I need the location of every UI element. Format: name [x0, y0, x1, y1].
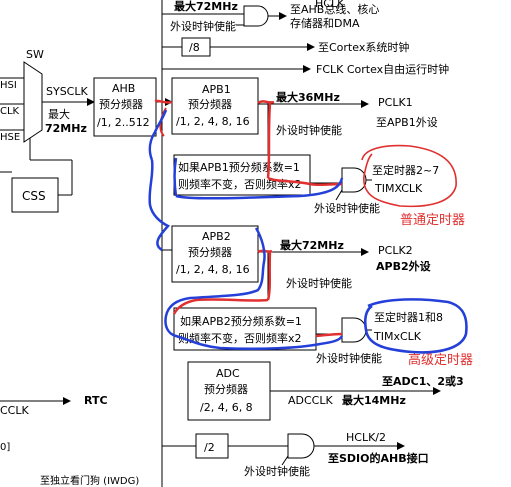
apb2-sub: 预分频器 [188, 245, 232, 259]
left-bracket: 0] [0, 442, 10, 453]
sysclk-label: SYSCLK [46, 85, 88, 98]
blue-mark-apb2-path [164, 227, 344, 351]
apb1-div: /1, 2, 4, 8, 16 [176, 115, 250, 128]
sdio-and-gate [287, 433, 315, 459]
sw-label: SW [26, 48, 44, 61]
sysclk-max-line2: 72MHz [45, 122, 87, 135]
pclk2-label: PCLK2 [378, 244, 413, 257]
hsi-label: HSI [0, 80, 17, 91]
apb2-title: APB2 [202, 230, 231, 243]
ahb-sub: 预分频器 [99, 97, 143, 111]
apb1-timer-enable: 外设时钟使能 [314, 201, 380, 215]
ahb-target-line2: 存储器和DMA [290, 16, 360, 30]
apb1-max: 最大36MHz [276, 90, 340, 104]
sdio-hclk2: HCLK/2 [346, 431, 386, 444]
hclk-partial: HCLK [315, 0, 345, 10]
top-enable-label: 外设时钟使能 [170, 19, 236, 33]
ahb-and-gate [243, 5, 269, 27]
clk-label: CLK [0, 106, 20, 117]
apb1-target: 至APB1外设 [376, 116, 438, 129]
hse-label: HSE [0, 132, 20, 143]
apb1-annotation: 普通定时器 [400, 213, 465, 228]
apb1-timer-and-gate [341, 167, 367, 193]
sdio-div2-box [195, 433, 229, 459]
blue-mark-left-bus [148, 109, 171, 252]
css-label: CSS [22, 189, 46, 203]
adc-target: 至ADC1、2或3 [382, 374, 464, 388]
red-mark-ahb [154, 99, 173, 104]
adc-title: ADC [216, 367, 240, 380]
apb1-timer-clk: TIMXCLK [374, 182, 423, 195]
apb1-prescaler-box [171, 77, 259, 135]
apb2-cond-line1: 如果APB2预分频系数=1 [180, 314, 302, 328]
iwdg-label: 至独立看门狗 (IWDG) [40, 474, 139, 487]
apb2-prescaler-box [171, 225, 259, 283]
apb2-timer-target: 至定时器1和8 [374, 310, 443, 324]
apb2-annotation: 高级定时器 [408, 352, 473, 368]
sdio-enable: 外设时钟使能 [244, 464, 310, 478]
ahb-div: /1, 2..512 [97, 116, 150, 129]
css-box [11, 177, 59, 213]
adc-prescaler-box [187, 361, 271, 421]
fclk-label: FCLK Cortex自由运行时钟 [316, 62, 449, 76]
top-max72: 最大72MHz [174, 0, 238, 13]
apb2-max: 最大72MHz [280, 238, 344, 252]
red-circle-timer2-7 [361, 144, 457, 208]
ahb-title: AHB [112, 82, 135, 95]
apb1-timer-target: 至定时器2~7 [372, 163, 439, 177]
sdio-enable-line [281, 455, 289, 466]
apb2-cond-line2: 则频率不变，否则频率x2 [178, 331, 302, 345]
ahb-target-line1: 至AHB总线、核心 [290, 2, 379, 16]
red-mark-apb2-out [315, 332, 343, 338]
apb1-cond-line1: 如果APB1预分频系数=1 [178, 160, 300, 174]
sysclk-max-line1: 最大 [48, 107, 70, 121]
apb1-timer-enable-line [335, 189, 343, 201]
apb1-cond-line2: 则频率不变，否则频率x2 [178, 177, 302, 191]
apb1-condition-box [173, 154, 311, 196]
blue-mark-apb1-cond [173, 157, 344, 200]
apb2-timer-and-gate [341, 317, 367, 343]
sw-mux [23, 61, 43, 143]
red-mark-apb1 [257, 100, 311, 186]
blue-circle-timer1-8 [363, 298, 468, 354]
adc-sub: 预分频器 [204, 382, 248, 396]
apb1-title: APB1 [202, 83, 231, 96]
apb2-timer-enable: 外设时钟使能 [316, 351, 382, 365]
rtc-label: RTC [84, 394, 108, 407]
cortex-label: 至Cortex系统时钟 [318, 40, 409, 54]
cclk-label: CCLK [0, 404, 29, 417]
apb2-div: /1, 2, 4, 8, 16 [176, 263, 250, 276]
apb2-timer-clk: TIMxCLK [373, 330, 422, 343]
adc-div: /2, 4, 6, 8 [200, 401, 253, 414]
adc-max: 最大14MHz [342, 393, 406, 407]
sdio-div2: /2 [204, 441, 215, 454]
apb1-enable: 外设时钟使能 [276, 123, 342, 137]
apb1-sub: 预分频器 [188, 97, 232, 111]
div8-label: /8 [189, 41, 200, 54]
apb2-enable: 外设时钟使能 [286, 276, 352, 290]
pclk1-label: PCLK1 [378, 96, 413, 109]
sdio-target: 至SDIO的AHB接口 [328, 451, 429, 465]
ahb-prescaler-box [93, 77, 157, 137]
apb2-target: APB2外设 [376, 259, 432, 273]
adc-clk: ADCCLK [288, 394, 333, 407]
